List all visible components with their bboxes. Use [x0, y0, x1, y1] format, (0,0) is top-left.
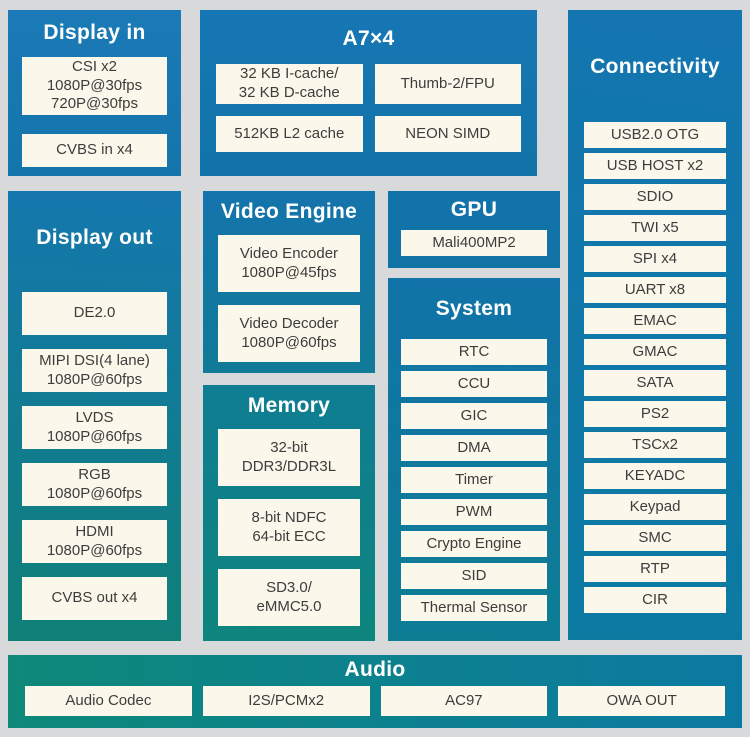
- diagram-box-dma: DMA: [401, 435, 547, 461]
- diagram-box-smc: SMC: [584, 525, 726, 551]
- diagram-box-de2: DE2.0: [22, 292, 167, 335]
- diagram-box-cir: CIR: [584, 587, 726, 613]
- diagram-box-tsc: TSCx2: [584, 432, 726, 458]
- display-in-title: Display in: [43, 21, 146, 44]
- connectivity-block: Connectivity USB2.0 OTG USB HOST x2 SDIO…: [568, 10, 742, 640]
- diagram-box-cvbs-out: CVBS out x4: [22, 577, 167, 620]
- connectivity-items: USB2.0 OTG USB HOST x2 SDIO TWI x5 SPI x…: [568, 122, 742, 613]
- diagram-box-hdmi: HDMI 1080P@60fps: [22, 520, 167, 563]
- diagram-box-twi: TWI x5: [584, 215, 726, 241]
- display-in-block: Display in CSI x2 1080P@30fps 720P@30fps…: [8, 10, 181, 176]
- memory-block: Memory 32-bit DDR3/DDR3L 8-bit NDFC 64-b…: [203, 385, 375, 641]
- gpu-block: GPU Mali400MP2: [388, 191, 560, 268]
- display-out-block: Display out DE2.0 MIPI DSI(4 lane) 1080P…: [8, 191, 181, 641]
- gpu-items: Mali400MP2: [388, 230, 560, 256]
- diagram-box-ps2: PS2: [584, 401, 726, 427]
- cpu-a7-items: 32 KB I-cache/ 32 KB D-cache Thumb-2/FPU…: [200, 64, 537, 152]
- diagram-box-ac97: AC97: [380, 686, 548, 716]
- diagram-box-keyadc: KEYADC: [584, 463, 726, 489]
- video-engine-items: Video Encoder 1080P@45fps Video Decoder …: [203, 235, 375, 362]
- diagram-box-thermal-sensor: Thermal Sensor: [401, 595, 547, 621]
- system-items: RTC CCU GIC DMA Timer PWM Crypto Engine …: [388, 339, 560, 621]
- video-engine-block: Video Engine Video Encoder 1080P@45fps V…: [203, 191, 375, 373]
- diagram-box-spi: SPI x4: [584, 246, 726, 272]
- diagram-box-ccu: CCU: [401, 371, 547, 397]
- diagram-box-mali400: Mali400MP2: [401, 230, 547, 256]
- diagram-box-thumb-fpu: Thumb-2/FPU: [374, 64, 521, 104]
- gpu-title: GPU: [450, 198, 498, 221]
- diagram-box-uart: UART x8: [584, 277, 726, 303]
- diagram-box-video-encoder: Video Encoder 1080P@45fps: [218, 235, 360, 292]
- audio-title: Audio: [344, 658, 406, 681]
- diagram-box-csi: CSI x2 1080P@30fps 720P@30fps: [22, 57, 167, 115]
- audio-items: Audio Codec I2S/PCMx2 AC97 OWA OUT: [8, 686, 742, 716]
- display-out-title: Display out: [36, 226, 153, 249]
- diagram-box-usb-host: USB HOST x2: [584, 153, 726, 179]
- diagram-box-usb2-otg: USB2.0 OTG: [584, 122, 726, 148]
- cpu-a7-block: A7×4 32 KB I-cache/ 32 KB D-cache Thumb-…: [200, 10, 537, 176]
- diagram-box-mipi-dsi: MIPI DSI(4 lane) 1080P@60fps: [22, 349, 167, 392]
- diagram-box-audio-codec: Audio Codec: [25, 686, 192, 716]
- diagram-box-sdio: SDIO: [584, 184, 726, 210]
- diagram-box-rtp: RTP: [584, 556, 726, 582]
- diagram-box-ddr3: 32-bit DDR3/DDR3L: [218, 429, 360, 486]
- diagram-box-sata: SATA: [584, 370, 726, 396]
- diagram-box-video-decoder: Video Decoder 1080P@60fps: [218, 305, 360, 362]
- memory-title: Memory: [247, 394, 331, 417]
- connectivity-title: Connectivity: [590, 55, 720, 78]
- system-title: System: [435, 297, 513, 320]
- system-block: System RTC CCU GIC DMA Timer PWM Crypto …: [388, 278, 560, 641]
- diagram-box-rtc: RTC: [401, 339, 547, 365]
- diagram-box-emac: EMAC: [584, 308, 726, 334]
- memory-items: 32-bit DDR3/DDR3L 8-bit NDFC 64-bit ECC …: [203, 429, 375, 626]
- diagram-box-i2s-pcm: I2S/PCMx2: [202, 686, 370, 716]
- diagram-box-sid: SID: [401, 563, 547, 589]
- display-out-items: DE2.0 MIPI DSI(4 lane) 1080P@60fps LVDS …: [8, 292, 181, 620]
- diagram-box-cvbs-in: CVBS in x4: [22, 134, 167, 167]
- diagram-box-pwm: PWM: [401, 499, 547, 525]
- diagram-box-keypad: Keypad: [584, 494, 726, 520]
- diagram-box-ndfc: 8-bit NDFC 64-bit ECC: [218, 499, 360, 556]
- diagram-box-timer: Timer: [401, 467, 547, 493]
- diagram-box-l2-cache: 512KB L2 cache: [216, 116, 363, 152]
- diagram-box-l1-cache: 32 KB I-cache/ 32 KB D-cache: [216, 64, 363, 104]
- display-in-items: CSI x2 1080P@30fps 720P@30fps CVBS in x4: [8, 57, 181, 167]
- cpu-a7-title: A7×4: [342, 27, 395, 50]
- diagram-box-sd-emmc: SD3.0/ eMMC5.0: [218, 569, 360, 626]
- diagram-box-rgb: RGB 1080P@60fps: [22, 463, 167, 506]
- audio-block: Audio Audio Codec I2S/PCMx2 AC97 OWA OUT: [8, 655, 742, 728]
- diagram-box-neon-simd: NEON SIMD: [374, 116, 521, 152]
- diagram-box-crypto-engine: Crypto Engine: [401, 531, 547, 557]
- diagram-box-gmac: GMAC: [584, 339, 726, 365]
- diagram-box-owa-out: OWA OUT: [558, 686, 725, 716]
- diagram-box-lvds: LVDS 1080P@60fps: [22, 406, 167, 449]
- diagram-box-gic: GIC: [401, 403, 547, 429]
- video-engine-title: Video Engine: [220, 200, 358, 223]
